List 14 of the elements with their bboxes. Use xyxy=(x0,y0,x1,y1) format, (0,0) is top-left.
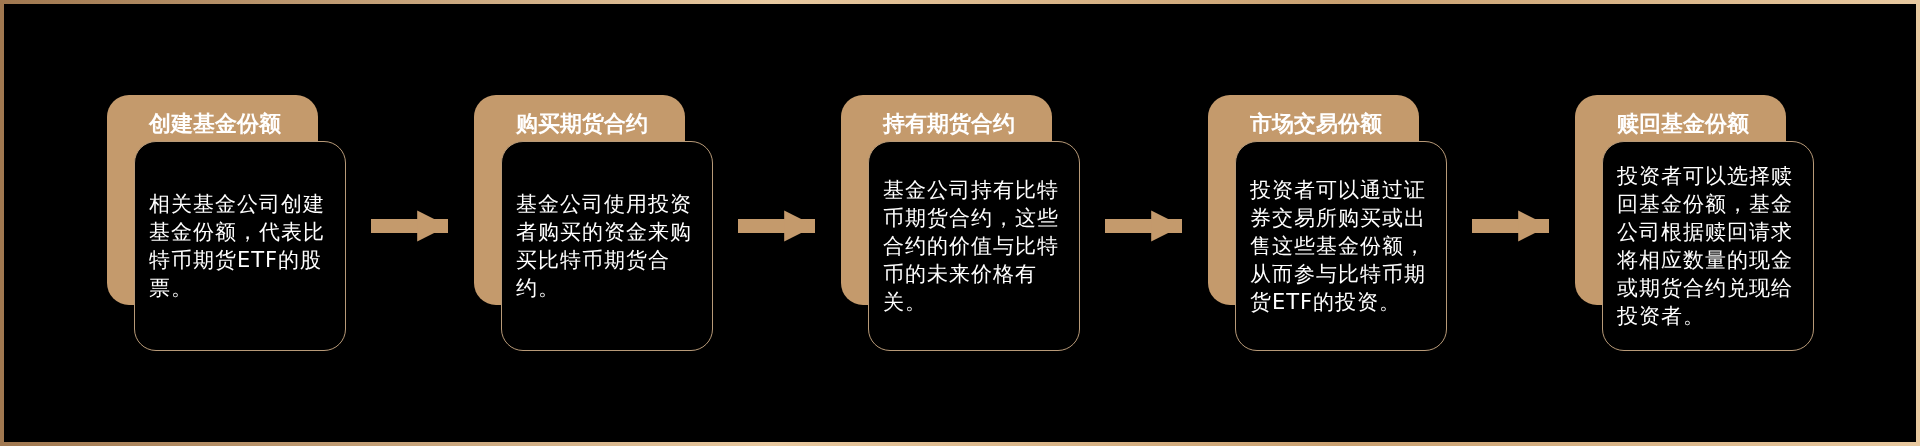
step-description: 投资者可以选择赎回基金份额，基金公司根据赎回请求将相应数量的现金或期货合约兑现给投资者。 xyxy=(1617,163,1794,330)
arrow xyxy=(1472,210,1549,242)
arrow xyxy=(371,210,448,242)
arrow xyxy=(738,210,815,242)
step-description: 基金公司持有比特币期货合约，这些合约的价值与比特币的未来价格有关。 xyxy=(883,177,1060,316)
arrow xyxy=(1105,210,1182,242)
step-heading: 持有期货合约 xyxy=(883,110,1015,138)
step-heading: 创建基金份额 xyxy=(149,110,281,138)
step-heading: 赎回基金份额 xyxy=(1617,110,1749,138)
step-description: 相关基金公司创建基金份额，代表比特币期货ETF的股票。 xyxy=(149,191,326,302)
step-heading: 市场交易份额 xyxy=(1250,110,1382,138)
step-description: 基金公司使用投资者购买的资金来购买比特币期货合约。 xyxy=(516,191,693,302)
step-description: 投资者可以通过证券交易所购买或出售这些基金份额，从而参与比特币期货ETF的投资。 xyxy=(1250,177,1427,316)
step-heading: 购买期货合约 xyxy=(516,110,648,138)
